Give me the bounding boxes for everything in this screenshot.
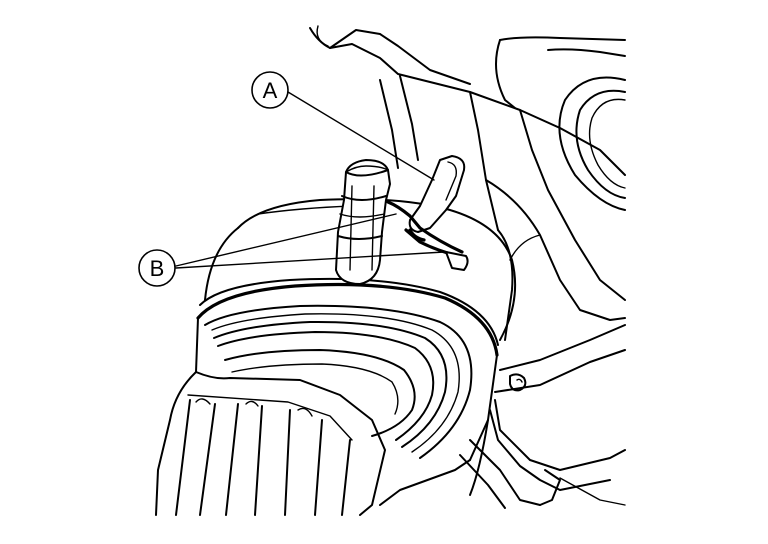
hose-clamp bbox=[386, 155, 469, 271]
callout-a: A bbox=[251, 71, 289, 109]
callout-leaders bbox=[175, 91, 445, 269]
filter-wrench-body bbox=[155, 371, 386, 516]
callout-a-circle bbox=[251, 71, 289, 109]
callout-b-label: B bbox=[150, 256, 165, 281]
callout-b-circle bbox=[138, 249, 176, 287]
leader-line-b-upper bbox=[175, 213, 397, 267]
callout-b: B bbox=[138, 249, 176, 287]
callout-a-label: A bbox=[263, 78, 278, 103]
engine-housing bbox=[309, 25, 626, 509]
leader-line-b-lower bbox=[175, 251, 445, 269]
oil-filter bbox=[195, 198, 517, 506]
leader-line-a bbox=[287, 91, 435, 181]
